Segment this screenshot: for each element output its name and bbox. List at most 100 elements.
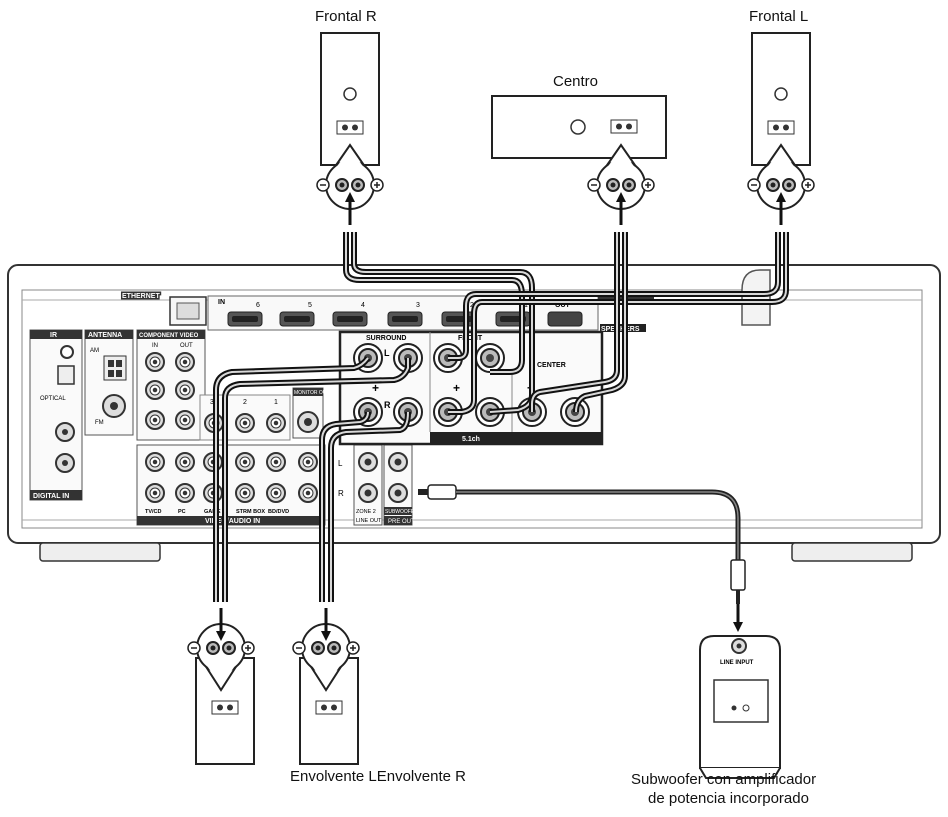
hdmi-port-label: 2 <box>470 302 474 309</box>
speakers-label: SPEAKERS <box>601 326 640 333</box>
component-jacks <box>145 352 195 430</box>
av-in-jack-top-4 <box>235 452 255 472</box>
cable-surround-l-a <box>213 356 371 602</box>
audio-in-jack-3 <box>266 413 286 433</box>
terminal-callouts <box>187 143 815 692</box>
caption-center: Centro <box>553 73 599 90</box>
caption-front-l: Frontal L <box>749 8 809 25</box>
component-out-label: OUT <box>180 343 193 349</box>
cable-front-l-a <box>448 232 781 361</box>
svg-text:+: + <box>453 381 460 395</box>
av-in-jack-top-1 <box>145 452 165 472</box>
speaker-surround-l <box>195 657 255 765</box>
hdmi-port-label: 5 <box>308 302 312 309</box>
front-label: FRONT <box>458 335 483 342</box>
hdmi-port-6: 6 <box>227 302 263 327</box>
center-label: CENTER <box>537 362 566 369</box>
hdmi-port-5: 5 <box>279 302 315 327</box>
audio-num-3: 3 <box>210 399 214 406</box>
receiver-foot-right <box>791 542 913 562</box>
av-in-jack-bottom-2 <box>175 483 195 503</box>
am-label: AM <box>90 348 99 354</box>
cable-clamp <box>741 269 771 326</box>
hdmi-port-label: 3 <box>416 302 420 309</box>
cable-center-a <box>529 232 620 412</box>
callout-surround-r <box>292 608 360 692</box>
optical-label: OPTICAL <box>40 396 66 402</box>
terminal-r-label: R <box>384 400 391 410</box>
cable-surround-r-b <box>328 411 411 602</box>
video-audio-in-label: VIDEO/AUDIO IN <box>205 518 260 525</box>
receiver-panel <box>21 289 923 529</box>
component-out-jack-2 <box>175 380 195 400</box>
av-in-jack-bottom-1 <box>145 483 165 503</box>
cable-front-r-b <box>351 232 535 415</box>
zone2-lr-l: L <box>338 459 343 468</box>
component-video-label: COMPONENT VIDEO <box>139 333 199 339</box>
hdmi-port-4: 4 <box>332 302 368 327</box>
surround-label: SURROUND <box>366 335 406 342</box>
component-in-jack-1 <box>145 352 165 372</box>
line-out-label: LINE OUT <box>356 518 382 524</box>
zone2-lr-r: R <box>338 489 344 498</box>
ethernet-label: ETHERNET <box>122 293 160 300</box>
av-in-label-3: GAME <box>204 509 221 515</box>
audio-num-2: 2 <box>243 399 247 406</box>
cable-front-r-a <box>343 232 525 375</box>
component-in-label: IN <box>152 343 158 349</box>
subwoofer-cable <box>418 484 746 632</box>
component-in-jack-2 <box>145 380 165 400</box>
fm-label: FM <box>95 420 104 426</box>
audio-in-jack-2 <box>235 413 255 433</box>
video-audio-in-section <box>136 444 326 526</box>
antenna-section <box>84 329 134 436</box>
caption-surround: Envolvente LEnvolvente R <box>290 768 466 785</box>
speaker-subwoofer: LINE INPUT <box>699 635 781 779</box>
av-in-label-4: STRM BOX <box>236 509 265 515</box>
antenna-label: ANTENNA <box>88 332 122 339</box>
terminal-l-label: L <box>384 348 390 358</box>
callout-surround-l <box>187 608 255 692</box>
ir-jack <box>60 345 74 359</box>
av-in-label-2: PC <box>178 509 186 515</box>
hdmi-port-label: 4 <box>361 302 365 309</box>
callout-center <box>587 143 655 225</box>
hdmi-out-label: OUT <box>555 302 571 309</box>
caption-surround-r: Envolvente R <box>376 768 466 785</box>
monitor-out-label: MONITOR OUT <box>294 390 329 396</box>
digital-in-label: DIGITAL IN <box>33 493 69 500</box>
cable-center-b <box>573 232 628 413</box>
av-in-jack-top-6 <box>298 452 318 472</box>
am-terminal <box>103 355 127 381</box>
digital-section <box>29 329 83 501</box>
receiver-foot-left <box>39 542 161 562</box>
zone2-label: ZONE 2 <box>356 509 376 515</box>
channel-label: 5.1ch <box>462 436 480 443</box>
cable-surround-l-b <box>222 358 411 602</box>
av-in-label-5: BD/DVD <box>268 509 289 515</box>
caption-subwoofer-2: de potencia incorporado <box>648 790 809 807</box>
component-out-jack-1 <box>175 352 195 372</box>
hdmi-port-3: 3 <box>387 302 423 327</box>
callout-front-r <box>316 143 384 225</box>
component-in-jack-3 <box>145 410 165 430</box>
cable-front-l-b <box>448 232 789 415</box>
hdmi-in-label: IN <box>218 299 225 306</box>
caption-front-r: Frontal R <box>315 8 377 25</box>
av-in-jack-bottom-6 <box>298 483 318 503</box>
caption-subwoofer-1: Subwoofer con amplificador <box>631 771 817 788</box>
subwoofer-line-input-label: LINE INPUT <box>720 660 754 666</box>
video-audio-jacks <box>145 452 318 503</box>
svg-text:+: + <box>372 381 379 395</box>
caption-surround-l: Envolvente L <box>290 768 377 785</box>
speaker-cables <box>213 232 789 602</box>
av-in-jack-top-5 <box>266 452 286 472</box>
ir-label: IR <box>50 332 57 339</box>
optical-port <box>57 365 75 385</box>
av-in-jack-bottom-5 <box>266 483 286 503</box>
callout-front-l <box>747 143 815 225</box>
cable-surround-r-a <box>319 411 371 602</box>
